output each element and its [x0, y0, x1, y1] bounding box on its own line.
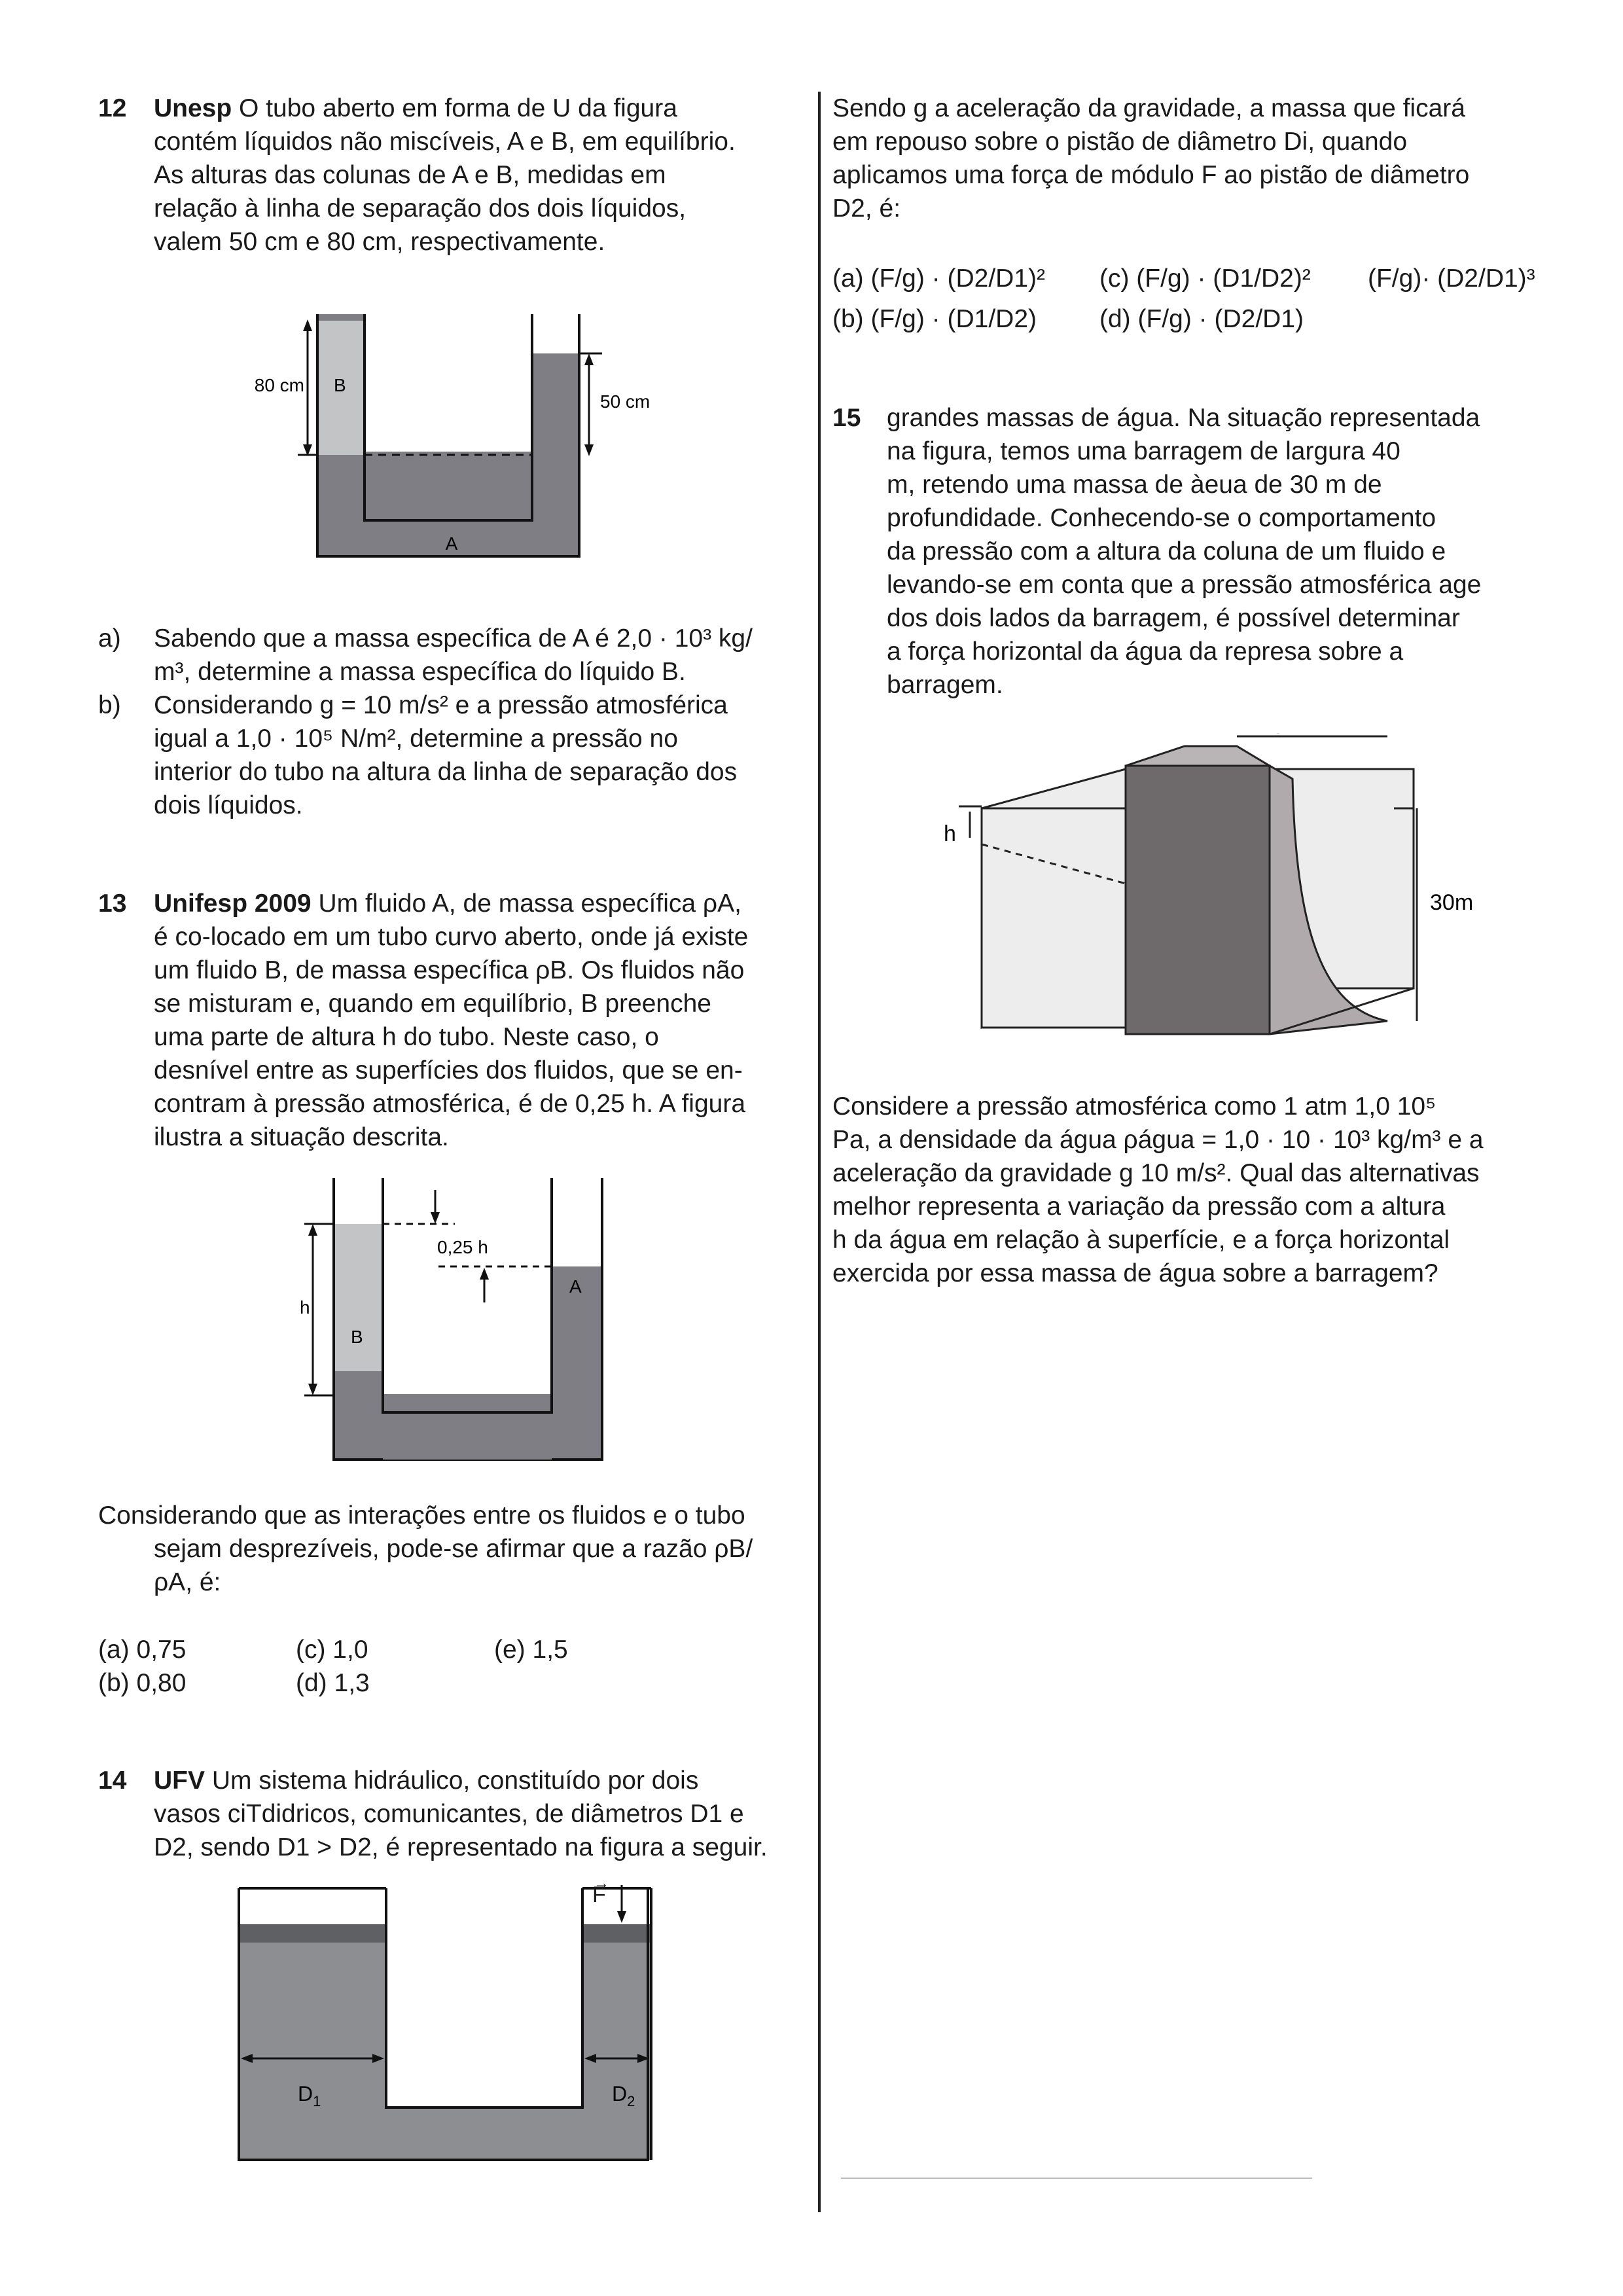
liquid-a-right [532, 353, 579, 452]
option-e: (e) 1,5 [494, 1636, 568, 1664]
label-a: A [446, 533, 458, 554]
question-source: Unifesp 2009 [154, 889, 312, 918]
label-50cm: 50 cm [600, 391, 650, 412]
option-c: (c) (F/g) · (D1/D2)² [1099, 264, 1311, 293]
u-tube-figure-12: 80 cm B 50 cm A [255, 314, 650, 558]
item-text: Considerando g = 10 m/s² e a pressão atm… [154, 691, 738, 819]
label-80cm: 80 cm [255, 375, 304, 395]
option-e: (F/g)· (D2/D1)³ [1368, 264, 1535, 293]
label-h: h [300, 1297, 310, 1318]
question-source: UFV [154, 1767, 205, 1795]
label-40m: 40m [1260, 733, 1303, 738]
question-text-cont: Sendo g a aceleração da gravidade, a mas… [832, 94, 1470, 223]
question-number: 14 [98, 1767, 127, 1795]
dam-figure-15: h 40m 30m [944, 733, 1473, 1035]
question-number: 15 [832, 404, 861, 432]
option-a: (a) 0,75 [98, 1636, 187, 1664]
question-text-cont: Considerando que as interações entre os … [98, 1501, 753, 1596]
option-b: (b) (F/g) · (D1/D2) [832, 305, 1037, 333]
question-text: Unifesp 2009 Um fluido A, de massa espec… [154, 889, 749, 1151]
question-text: grandes massas de água. Na situação repr… [887, 404, 1482, 699]
piston-d1 [239, 1924, 386, 1943]
item-label: a) [98, 624, 121, 653]
label-force: →F [592, 1874, 609, 1907]
hydraulic-system-figure-14: D1 D2 [238, 1885, 652, 2161]
column-divider [818, 92, 821, 2212]
option-d: (d) (F/g) · (D2/D1) [1099, 305, 1304, 333]
question-source: Unesp [154, 94, 232, 122]
dam-wall [1124, 764, 1271, 1035]
label-025h: 0,25 h [437, 1237, 488, 1257]
item-label: b) [98, 691, 121, 719]
option-b: (b) 0,80 [98, 1669, 187, 1697]
question-text: UFV Um sistema hidráulico, constituído p… [154, 1767, 768, 1861]
liquid-a [552, 1266, 602, 1397]
item-text: Sabendo que a massa específica de A é 2,… [154, 624, 753, 686]
liquid-b [334, 1224, 383, 1394]
label-30m: 30m [1430, 890, 1473, 915]
curved-tube-figure-13: 0,25 h A h B [300, 1178, 603, 1461]
option-a: (a) (F/g) · (D2/D1)² [832, 264, 1045, 293]
label-a: A [569, 1276, 582, 1297]
liquid-a-left [317, 455, 365, 556]
graphs-bottom-rule [841, 2178, 1312, 2179]
option-d: (d) 1,3 [296, 1669, 370, 1697]
label-b: B [351, 1327, 363, 1347]
piston-d2 [582, 1924, 651, 1943]
label-b: B [334, 375, 346, 395]
label-h: h [944, 821, 956, 846]
question-text-cont: Considere a pressão atmosférica como 1 a… [832, 1092, 1484, 1287]
question-number: 13 [98, 889, 127, 918]
question-number: 12 [98, 94, 127, 122]
question-text: Unesp O tubo aberto em forma de U da fig… [154, 94, 736, 256]
liquid-b [317, 321, 365, 458]
answer-graphs [841, 1338, 1338, 2183]
option-c: (c) 1,0 [296, 1636, 368, 1664]
